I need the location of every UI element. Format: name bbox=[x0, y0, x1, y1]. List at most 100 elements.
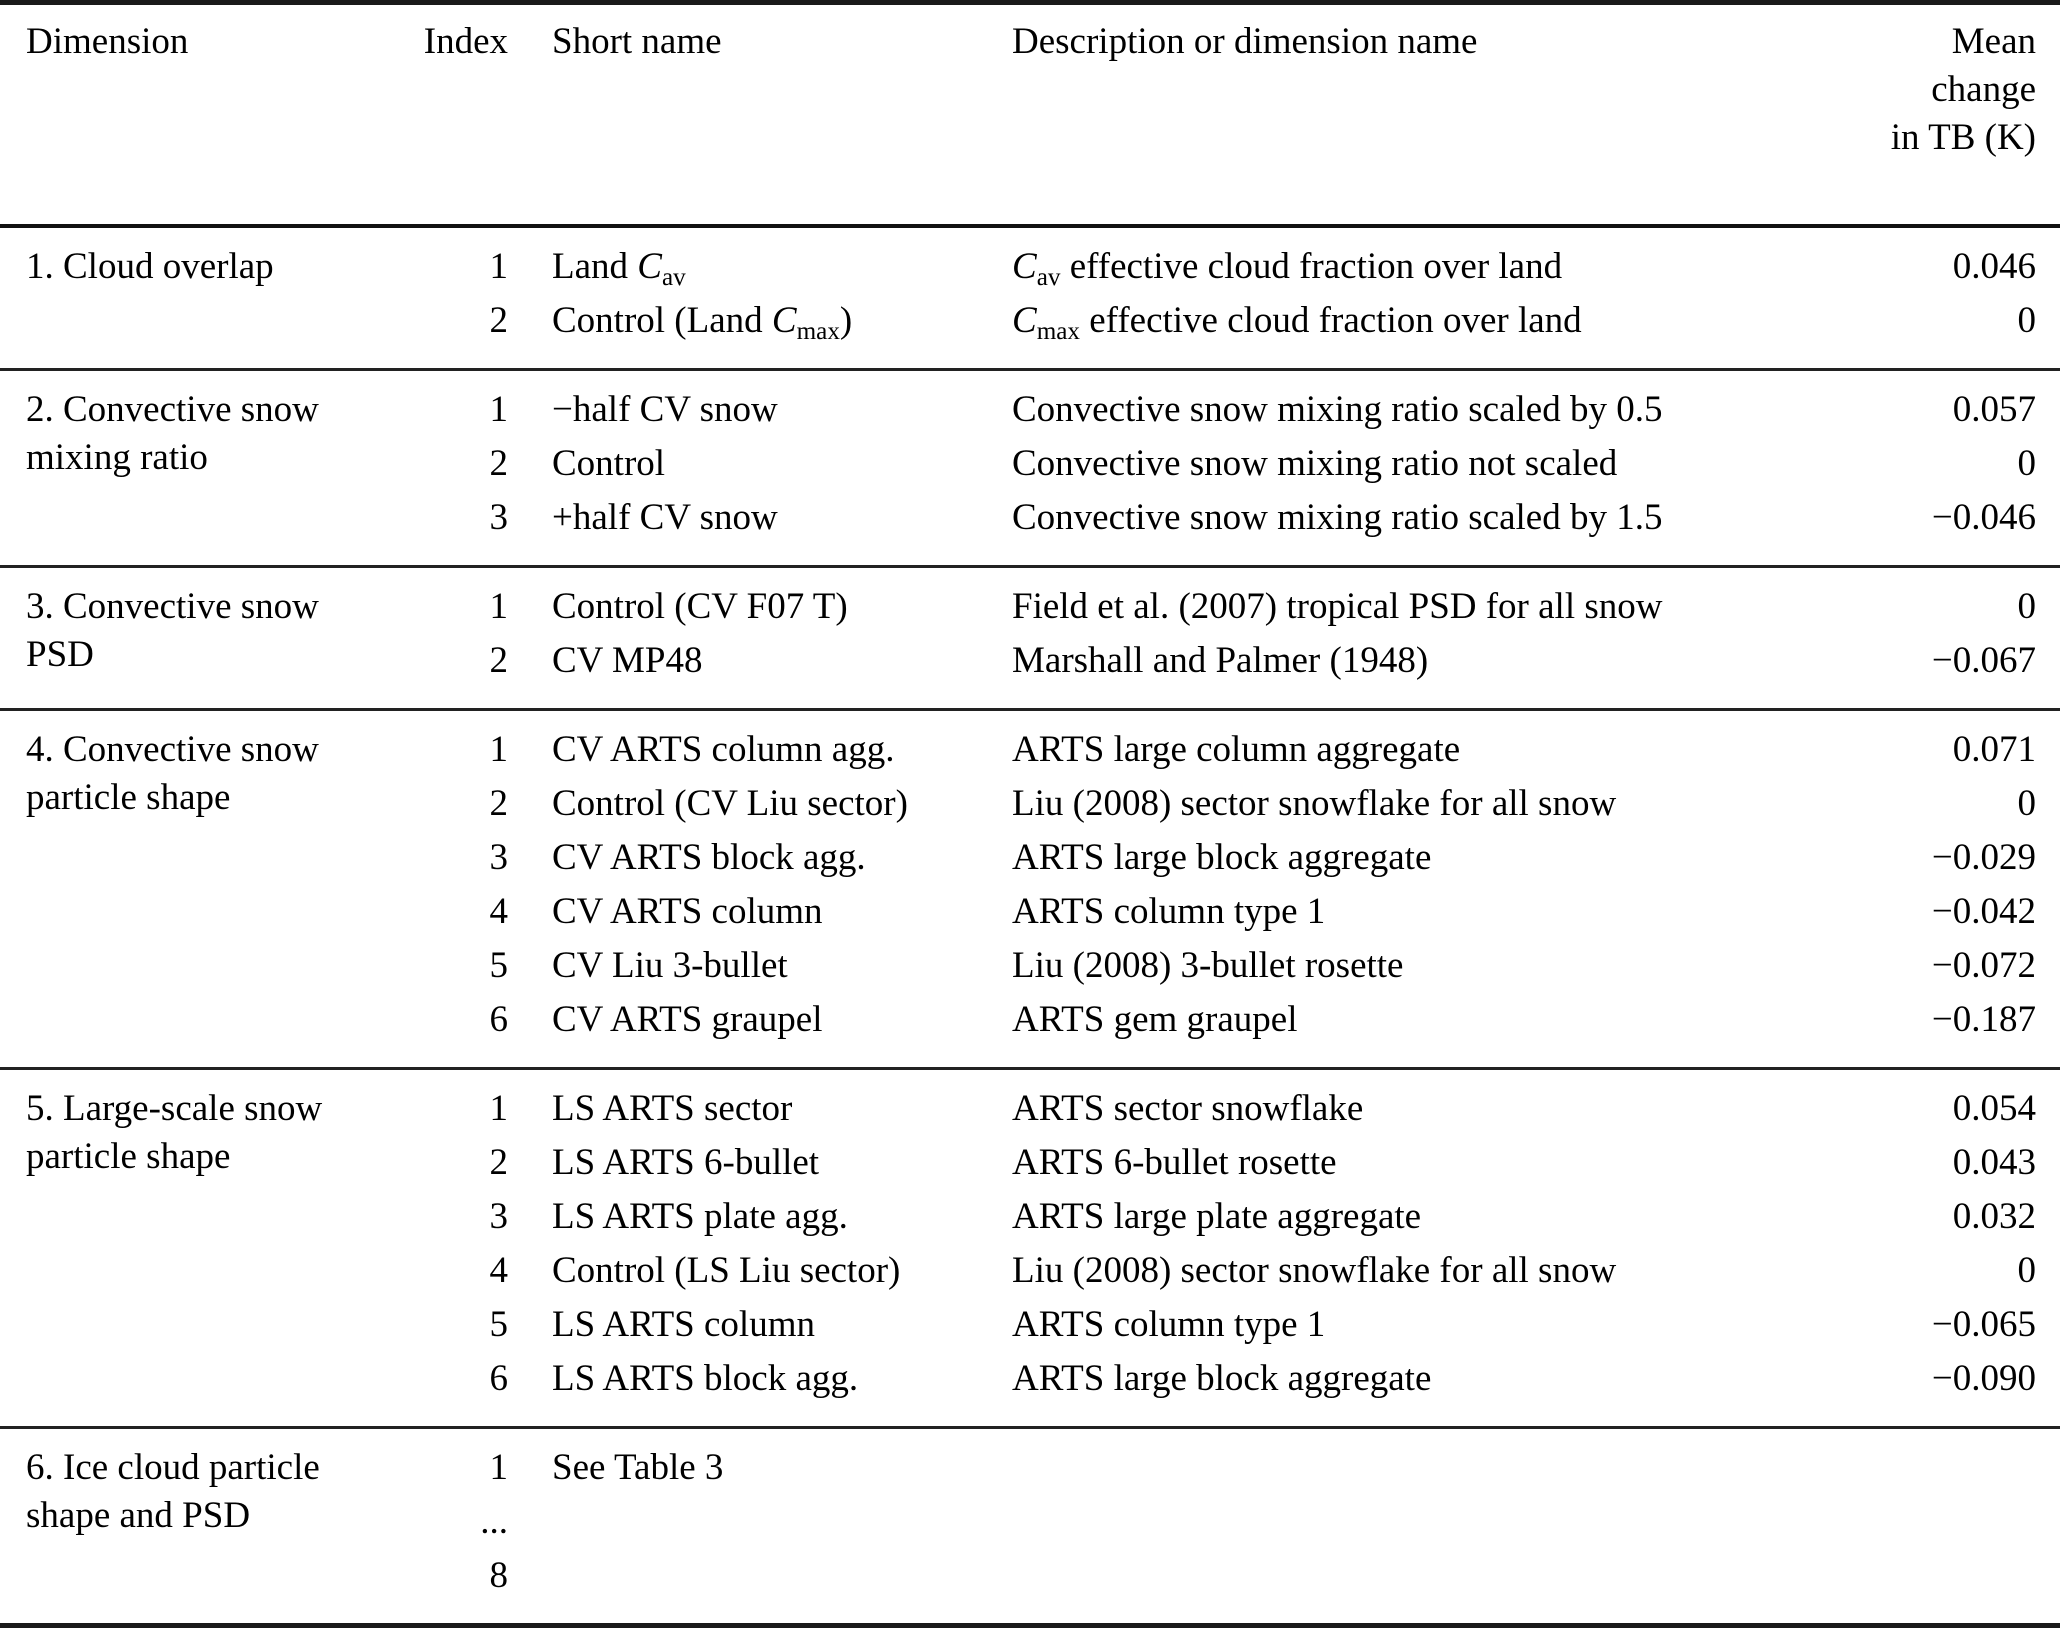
cell-description bbox=[976, 1552, 1856, 1626]
cell-mean-change: −0.046 bbox=[1931, 497, 2036, 539]
cell-index: 1 bbox=[489, 246, 509, 288]
cell-description: ARTS column type 1 bbox=[1012, 891, 1326, 933]
cell-description bbox=[976, 1498, 1856, 1552]
cell-short-name: Control (CV F07 T) bbox=[552, 586, 848, 628]
cell-description: Liu (2008) sector snowflake for all snow bbox=[1012, 783, 1617, 825]
cell-index: 5 bbox=[489, 945, 509, 987]
dimension-label-line2: PSD bbox=[26, 634, 94, 676]
table-row: 2 LS ARTS 6-bullet ARTS 6-bullet rosette 0.… bbox=[0, 1139, 2060, 1193]
cell-description: ARTS large block aggregate bbox=[1012, 837, 1432, 879]
column-header-short-name: Short name bbox=[552, 21, 722, 62]
cell-index: 3 bbox=[489, 497, 509, 539]
cell-short-name: CV Liu 3-bullet bbox=[552, 945, 788, 987]
section-rule bbox=[0, 368, 2060, 373]
cell-index: 6 bbox=[489, 1358, 509, 1400]
cell-index: 2 bbox=[489, 300, 509, 342]
cell-mean-change: 0.043 bbox=[1952, 1142, 2036, 1184]
table-row: 5. Large-scale snow particle shape 1 LS ART… bbox=[0, 1070, 2060, 1177]
cell-index: 3 bbox=[489, 1196, 509, 1238]
dimension-label-line2: shape and PSD bbox=[26, 1495, 251, 1537]
table-row: 6 CV ARTS graupel ARTS gem graupel −0.187 bbox=[0, 996, 2060, 1069]
mean-change-line1: Mean change bbox=[1931, 21, 2036, 111]
cell-short-name: See Table 3 bbox=[552, 1447, 724, 1489]
cell-description: Convective snow mixing ratio not scaled bbox=[1012, 443, 1618, 485]
cell-index: 8 bbox=[489, 1555, 509, 1597]
mean-change-line2: in TB (K) bbox=[1890, 117, 2036, 159]
column-header-mean-change: Mean change in TB (K) bbox=[1856, 5, 2060, 162]
cell-dimension: 1. Cloud overlap bbox=[0, 228, 408, 370]
cell-mean-change: −0.187 bbox=[1931, 999, 2036, 1041]
column-header-index: Index bbox=[423, 21, 508, 62]
cell-mean-change: 0 bbox=[2017, 1250, 2037, 1292]
cell-mean-change: 0.057 bbox=[1952, 389, 2036, 431]
cell-index: 1 bbox=[489, 389, 509, 431]
table-row: 3 +half CV snow Convective snow mixing rat… bbox=[0, 494, 2060, 567]
cell-mean-change: −0.065 bbox=[1931, 1304, 2036, 1346]
cell-description: ARTS column type 1 bbox=[1012, 1304, 1326, 1346]
cell-short-name: Control bbox=[552, 443, 666, 485]
cell-short-name: CV ARTS graupel bbox=[552, 999, 823, 1041]
cell-index: 2 bbox=[489, 443, 509, 485]
cell-index: 2 bbox=[489, 1142, 509, 1184]
cell-short-name: CV MP48 bbox=[552, 640, 703, 682]
cell-description: ARTS sector snowflake bbox=[1012, 1088, 1364, 1130]
cell-short-name: CV ARTS column agg. bbox=[552, 729, 895, 771]
column-header-description: Description or dimension name bbox=[1012, 21, 1478, 62]
cell-short-name: +half CV snow bbox=[552, 497, 778, 539]
dimension-label-line2: particle shape bbox=[26, 777, 231, 819]
cell-description: ARTS gem graupel bbox=[1012, 999, 1298, 1041]
cell-short-name: LS ARTS 6-bullet bbox=[552, 1142, 820, 1184]
cell-description bbox=[976, 1429, 1856, 1498]
header-spacer bbox=[0, 162, 2060, 226]
cell-mean-change: −0.090 bbox=[1931, 1358, 2036, 1400]
cell-short-name: Control (LS Liu sector) bbox=[552, 1250, 901, 1292]
cell-index: 6 bbox=[489, 999, 509, 1041]
cell-mean-change: 0.054 bbox=[1952, 1088, 2036, 1130]
dimension-label-line1: 3. Convective snow bbox=[26, 586, 319, 628]
cell-index: 1 bbox=[489, 1088, 509, 1130]
cell-short-name bbox=[516, 1552, 976, 1626]
cell-short-name: LS ARTS sector bbox=[552, 1088, 793, 1130]
cell-index: 1 bbox=[489, 586, 509, 628]
cell-index: 4 bbox=[489, 891, 509, 933]
cell-description: ARTS large plate aggregate bbox=[1012, 1196, 1422, 1238]
cell-index: ... bbox=[480, 1501, 508, 1543]
cell-description: Marshall and Palmer (1948) bbox=[1012, 640, 1429, 682]
cell-index: 2 bbox=[489, 640, 509, 682]
dimension-label-line1: 5. Large-scale snow bbox=[26, 1088, 323, 1130]
section-rule bbox=[0, 708, 2060, 713]
cell-index: 1 bbox=[489, 729, 509, 771]
cell-description: ARTS 6-bullet rosette bbox=[1012, 1142, 1337, 1184]
header-row: Dimension Index Short name Description o… bbox=[0, 5, 2060, 162]
cell-short-name: Control (Land Cmax) bbox=[552, 300, 853, 346]
cell-description: ARTS large column aggregate bbox=[1012, 729, 1461, 771]
dimension-label-line1: 1. Cloud overlap bbox=[26, 246, 274, 288]
cell-description: Cav effective cloud fraction over land bbox=[1012, 246, 1563, 292]
cell-dimension: 5. Large-scale snow particle shape bbox=[0, 1070, 408, 1428]
section-rule bbox=[0, 1067, 2060, 1072]
cell-mean-change: −0.072 bbox=[1931, 945, 2036, 987]
dimension-label-line2: particle shape bbox=[26, 1136, 231, 1178]
cell-mean-change: 0 bbox=[2017, 443, 2037, 485]
cell-mean-change: 0.032 bbox=[1952, 1196, 2036, 1238]
cell-mean-change: 0.071 bbox=[1952, 729, 2036, 771]
cell-description: ARTS large block aggregate bbox=[1012, 1358, 1432, 1400]
cell-description: Liu (2008) sector snowflake for all snow bbox=[1012, 1250, 1617, 1292]
cell-description: Convective snow mixing ratio scaled by 1… bbox=[1012, 497, 1663, 539]
